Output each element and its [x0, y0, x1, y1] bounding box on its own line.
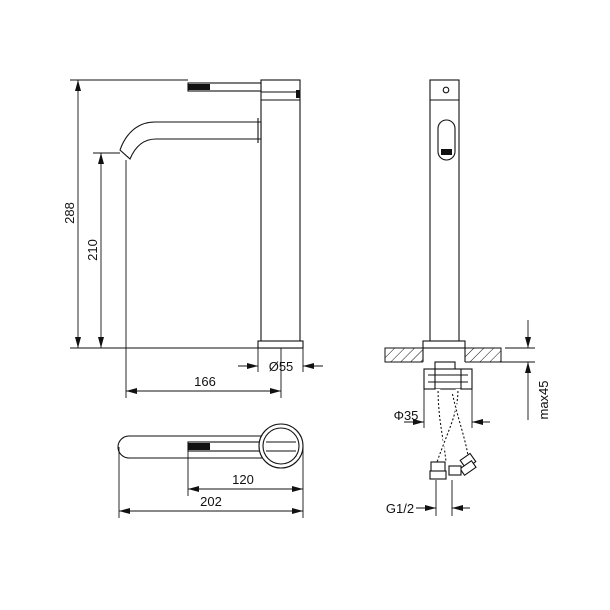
- front-view: [119, 79, 304, 349]
- dim-166-label: 166: [194, 374, 216, 389]
- front-spout: [119, 121, 262, 160]
- side-body: [429, 79, 460, 343]
- dim-210-label: 210: [85, 239, 100, 261]
- aerator-slot: [437, 119, 456, 161]
- side-view: [384, 79, 502, 480]
- dim-55-label: Ø55: [269, 359, 294, 374]
- dim-max45-label: max45: [536, 380, 551, 419]
- top-dimensions: [118, 446, 304, 518]
- side-dimensions: [404, 320, 535, 516]
- top-body-circle: [258, 423, 304, 469]
- dim-35-label: Φ35: [394, 408, 419, 423]
- front-body: [260, 79, 301, 349]
- dim-120-label: 120: [232, 472, 254, 487]
- fixing-nut: [423, 368, 473, 390]
- front-dimensions: [70, 79, 323, 398]
- dim-202-label: 202: [200, 494, 222, 509]
- dim-288-label: 288: [62, 202, 77, 224]
- dim-g12-label: G1/2: [386, 501, 414, 516]
- top-view: [117, 423, 304, 469]
- braided-hoses: [429, 388, 477, 480]
